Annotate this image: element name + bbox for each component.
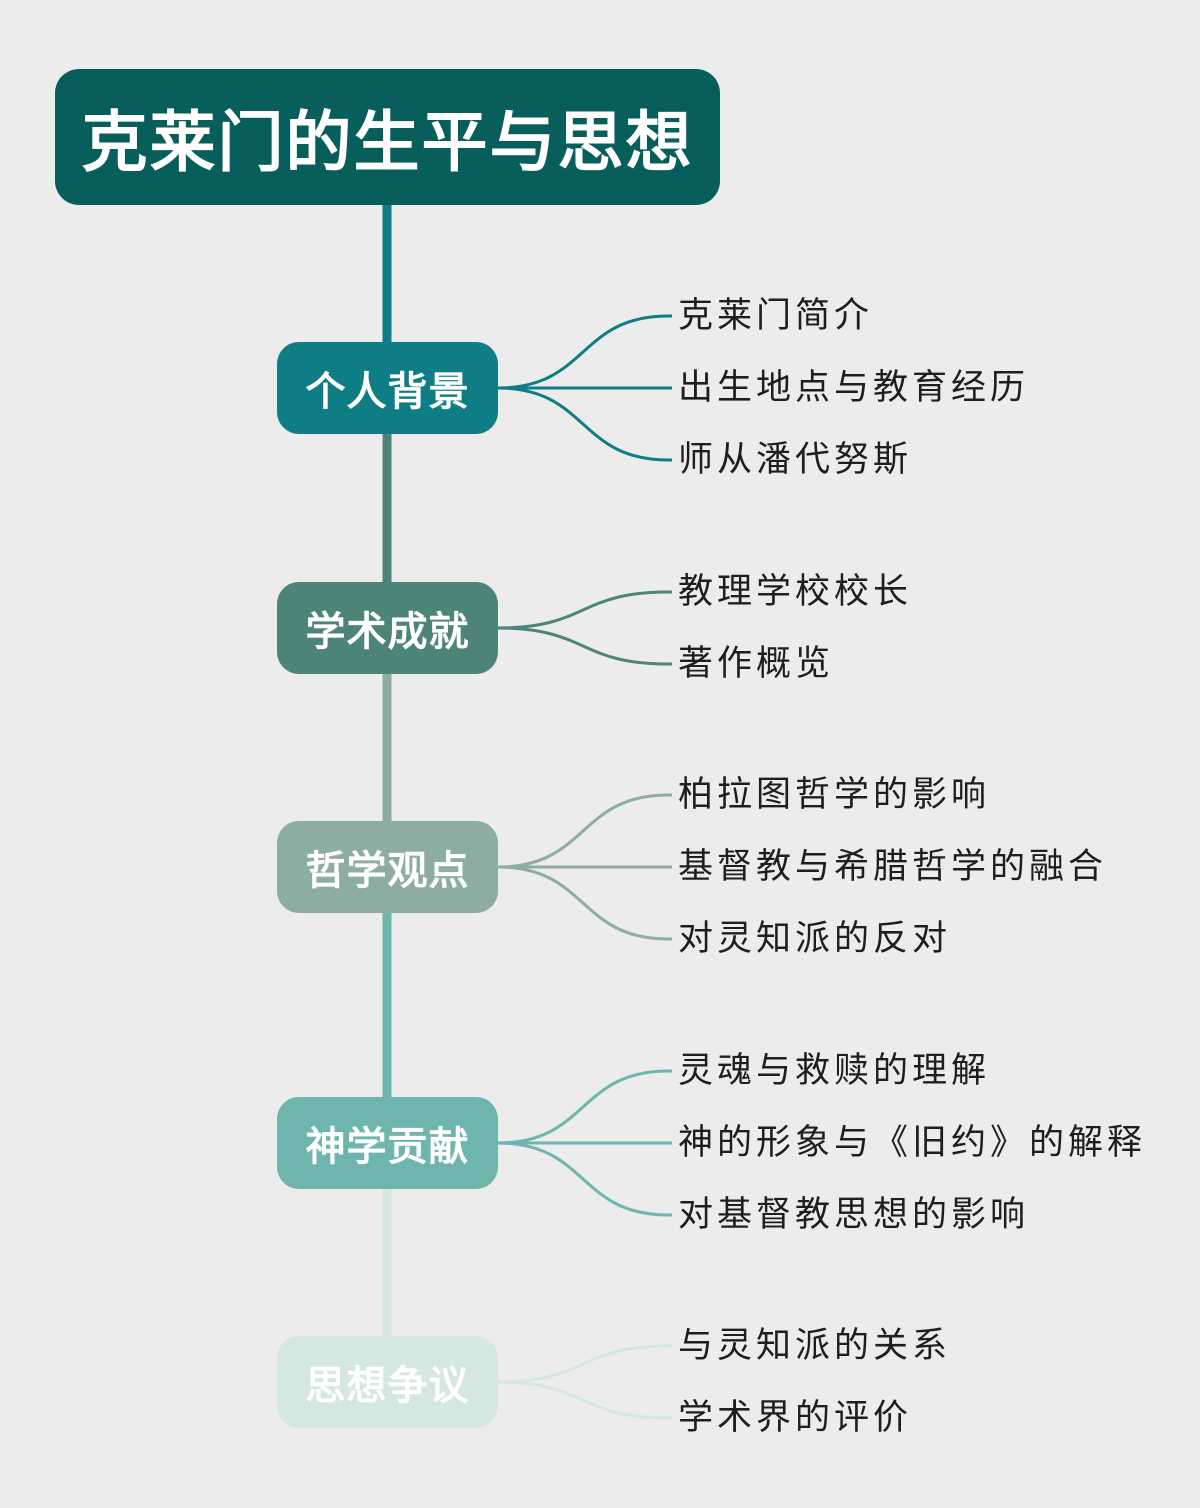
leaf-connector (497, 386, 672, 462)
leaf-node: 基督教与希腊哲学的融合 (678, 847, 1108, 887)
leaf-node: 柏拉图哲学的影响 (678, 775, 991, 815)
branch-node: 思想争议 (277, 1336, 498, 1428)
branch-node: 神学贡献 (277, 1097, 498, 1189)
branch-node: 个人背景 (277, 342, 498, 434)
leaf-connector (497, 1344, 672, 1384)
leaf-connector (497, 626, 672, 666)
leaf-node: 著作概览 (678, 644, 835, 684)
leaf-connector (497, 1141, 672, 1217)
branch-node: 学术成就 (277, 582, 498, 674)
leaf-node: 对基督教思想的影响 (678, 1195, 1030, 1235)
leaf-node: 教理学校校长 (678, 572, 913, 612)
leaf-node: 对灵知派的反对 (678, 919, 952, 959)
leaf-node: 学术界的评价 (678, 1398, 913, 1438)
leaf-node: 出生地点与教育经历 (678, 368, 1030, 408)
leaf-connector (497, 865, 672, 941)
leaf-node: 灵魂与救赎的理解 (678, 1051, 991, 1091)
leaf-connector (497, 314, 672, 390)
root-title: 克莱门的生平与思想 (55, 69, 720, 205)
leaf-node: 神的形象与《旧约》的解释 (678, 1123, 1147, 1163)
branch-node: 哲学观点 (277, 821, 498, 913)
leaf-node: 与灵知派的关系 (678, 1326, 952, 1366)
leaf-node: 师从潘代努斯 (678, 440, 913, 480)
leaf-node: 克莱门简介 (678, 296, 874, 336)
leaf-connector (497, 590, 672, 630)
leaf-connector (497, 1069, 672, 1145)
leaf-connector (497, 793, 672, 869)
leaf-connector (497, 1380, 672, 1420)
